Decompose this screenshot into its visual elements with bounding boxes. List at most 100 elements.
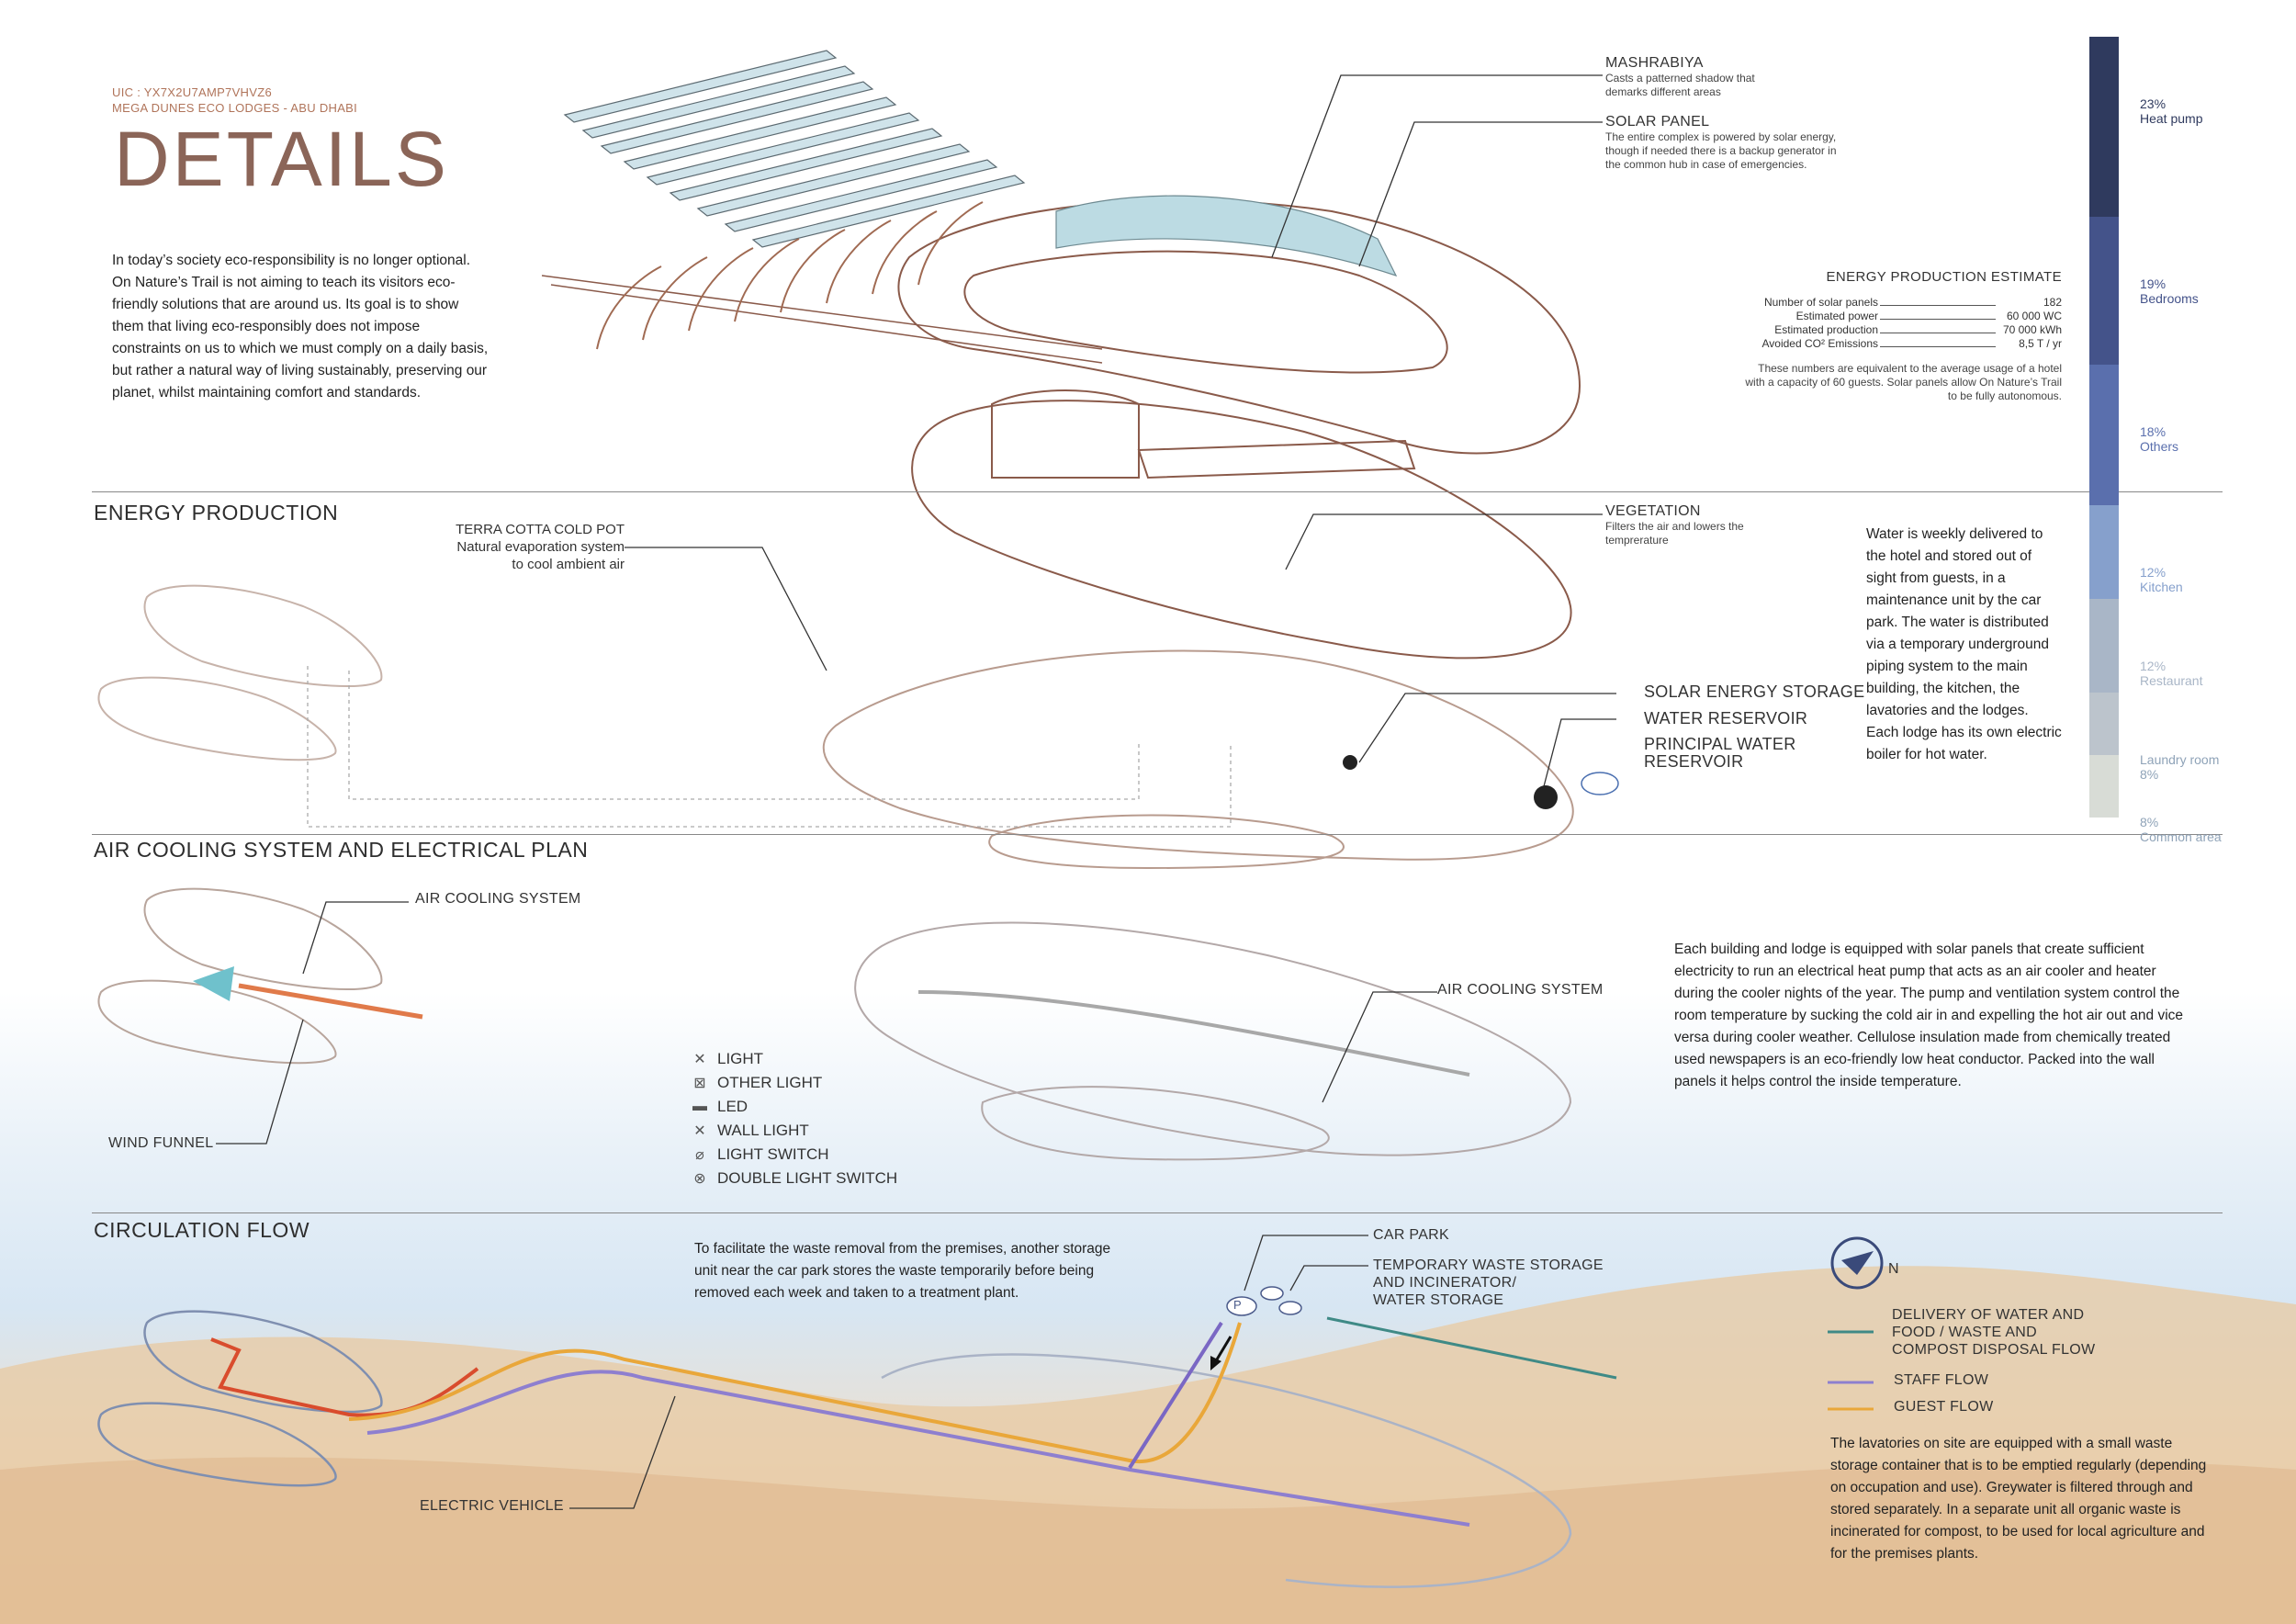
temp-waste-line1: TEMPORARY WASTE STORAGE [1373,1257,1604,1273]
energy-share-pct: 12% [2140,659,2167,673]
leader-lines [216,74,1616,1509]
air-cooling-right-label: AIR COOLING SYSTEM [1437,982,1604,998]
section-divider-energy [92,491,2223,492]
energy-estimate-note: These numbers are equivalent to the aver… [1745,362,2062,402]
light-icon: ✕ [693,1052,706,1067]
water-text: Water is weekly delivered to the hotel a… [1866,526,2062,762]
solar-panel-array [563,50,1026,248]
terracotta-title: TERRA COTTA COLD POT [456,522,625,537]
section-title-circulation: CIRCULATION FLOW [94,1218,310,1242]
energy-estimate: ENERGY PRODUCTION ESTIMATE Number of sol… [1736,269,2062,403]
energy-estimate-dots [1880,296,1996,306]
energy-share-name: Common area [2140,829,2222,844]
intro-text: In today’s society eco-responsibility is… [112,253,489,400]
light-legend-label: OTHER LIGHT [717,1074,823,1091]
energy-estimate-dots [1880,310,1996,320]
energy-estimate-row: Number of solar panels 182 [1736,296,2062,310]
other-light-icon: ⊠ [693,1076,706,1091]
section-divider-circulation [92,1212,2223,1213]
energy-share-label: 8%Common area [2140,815,2222,844]
water-storage-icon [1278,1301,1302,1315]
ground-floor-plan [822,649,1574,870]
light-legend-label: LIGHT SWITCH [717,1145,829,1163]
energy-share-name: Kitchen [2140,580,2183,594]
light-legend: ✕ LIGHT ⊠ OTHER LIGHT ▬ LED ✕WALL LIGHT ⌀ LIGHT … [692,1047,897,1190]
terracotta-callout: TERRA COTTA COLD POT Natural evaporation… [404,521,625,573]
energy-estimate-value: 8,5 T / yr [2019,337,2062,350]
energy-share-pct: 19% [2140,276,2167,291]
energy-share-pct: 8% [2140,767,2159,782]
delivery-line1: DELIVERY OF WATER AND [1892,1307,2085,1323]
energy-share-label: 12%Restaurant [2140,659,2202,688]
compass-icon [1830,1236,1884,1290]
led-icon: ▬ [692,1099,707,1114]
energy-estimate-key: Estimated power [1795,310,1878,322]
light-legend-row: ⊗ DOUBLE LIGHT SWITCH [692,1167,897,1190]
light-legend-label: LIGHT [717,1050,764,1067]
principal-water-reservoir-label: PRINCIPAL WATER RESERVOIR [1644,736,1796,771]
main-building-roof [541,195,1581,455]
energy-share-name: Heat pump [2140,111,2203,126]
temp-waste-line3: WATER STORAGE [1373,1292,1504,1308]
guest-flow-label: GUEST FLOW [1894,1399,1994,1415]
terracotta-line2: to cool ambient air [512,557,625,572]
energy-estimate-key: Estimated production [1774,323,1878,336]
vegetation-text: Filters the air and lowers the temprerat… [1605,520,1744,547]
light-legend-row: ▬ LED [692,1095,897,1119]
energy-estimate-title: ENERGY PRODUCTION ESTIMATE [1826,269,2062,285]
waste-text: To facilitate the waste removal from the… [694,1241,1111,1301]
light-switch-icon: ⌀ [695,1147,704,1163]
energy-estimate-key: Avoided CO² Emissions [1761,337,1879,350]
wind-arrow-icon [193,966,234,1001]
solar-panel-callout: SOLAR PANEL The entire complex is powere… [1605,114,1853,172]
energy-share-segment [2089,365,2119,505]
energy-estimate-key: Number of solar panels [1763,296,1878,309]
energy-share-segment [2089,505,2119,599]
temporary-waste-label: TEMPORARY WASTE STORAGE AND INCINERATOR/… [1373,1257,1604,1309]
solar-energy-storage-icon [1343,755,1357,770]
light-legend-label: LED [717,1098,748,1115]
air-cooling-left-label: AIR COOLING SYSTEM [415,891,581,907]
vegetation-title: VEGETATION [1605,503,1701,519]
light-legend-row: ✕WALL LIGHT [692,1119,897,1143]
water-reservoir-label: WATER RESERVOIR [1644,709,1808,727]
solar-panel-text: The entire complex is powered by solar e… [1605,130,1837,171]
energy-estimate-value: 182 [2043,296,2062,309]
air-cooling-text: Each building and lodge is equipped with… [1674,942,2184,1089]
light-legend-row: ⊠ OTHER LIGHT [692,1071,897,1095]
lodges-energy [97,584,383,761]
vegetation-arches [596,201,984,350]
north-label: N [1888,1261,1899,1277]
mashrabiya-text: Casts a patterned shadow that demarks di… [1605,72,1755,98]
energy-estimate-row: Avoided CO² Emissions 8,5 T / yr [1736,337,2063,351]
car-park-icon [1226,1296,1257,1316]
solar-panel-title: SOLAR PANEL [1605,114,1710,130]
wall-light-icon: ✕ [693,1123,706,1139]
project-name: MEGA DUNES ECO LODGES - ABU DHABI [112,101,358,115]
energy-share-segment [2089,599,2119,693]
solar-energy-storage-label: SOLAR ENERGY STORAGE [1644,682,1865,701]
water-piping [307,666,1232,828]
wind-funnel-label: WIND FUNNEL [108,1135,214,1151]
lavatory-text: The lavatories on site are equipped with… [1830,1436,2207,1562]
water-reservoir-icon [1534,785,1558,809]
electric-vehicle-label: ELECTRIC VEHICLE [420,1498,564,1514]
energy-share-segment [2089,755,2119,818]
light-legend-label: DOUBLE LIGHT SWITCH [717,1169,898,1187]
staff-flow-vertical [1128,1321,1223,1470]
light-legend-row: ⌀ LIGHT SWITCH [692,1143,897,1167]
energy-share-name: Others [2140,439,2179,454]
delivery-line3: COMPOST DISPOSAL FLOW [1892,1342,2096,1358]
uic-code: UIC : YX7X2U7AMP7VHVZ6 [112,85,272,99]
energy-share-segment [2089,216,2119,365]
energy-estimate-dots [1880,323,1996,333]
light-legend-row: ✕ LIGHT [692,1047,897,1071]
double-light-switch-icon: ⊗ [693,1171,706,1187]
energy-share-segment [2089,693,2119,755]
delivery-line2: FOOD / WASTE AND [1892,1325,2037,1340]
terracotta-line1: Natural evaporation system [456,539,625,555]
